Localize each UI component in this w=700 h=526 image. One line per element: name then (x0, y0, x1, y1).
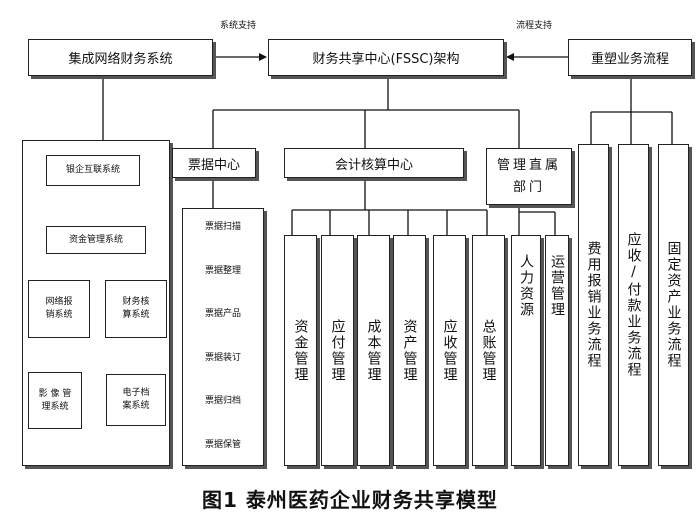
bill-step: 票据整理 (204, 266, 241, 276)
expense-reimbursement-process-box: 费用报销业务流程 (578, 144, 609, 466)
network-reimbursement-system-box: 网络报 销系统 (28, 280, 90, 338)
process-support-label: 流程支持 (516, 21, 553, 31)
integrated-finance-system-box: 集成网络财务系统 (28, 39, 213, 76)
payables-management-box: 应付管理 (321, 235, 354, 466)
bill-step: 票据产品 (204, 309, 241, 319)
fund-management-system-box: 资金管理系统 (46, 226, 146, 254)
human-resources-box: 人力资源 (511, 235, 541, 466)
financial-accounting-system-box: 财务核 算系统 (105, 280, 167, 338)
bill-steps-list: 票据扫描 票据整理 票据产品 票据装订 票据归档 票据保管 (182, 208, 264, 466)
bill-step: 票据归档 (204, 396, 241, 406)
receivable-payable-process-box: 应收/付款业务流程 (618, 144, 649, 466)
electronic-archive-system-box: 电子档 案系统 (106, 374, 166, 426)
figure-caption: 图1 泰州医药企业财务共享模型 (202, 488, 498, 512)
receivables-management-box: 应收管理 (433, 235, 466, 466)
cost-management-box: 成本管理 (357, 235, 390, 466)
bank-enterprise-system-box: 银企互联系统 (46, 155, 140, 186)
direct-department-box: 管理直属部门 (486, 148, 572, 205)
operations-management-box: 运营管理 (545, 235, 569, 466)
asset-management-box: 资产管理 (393, 235, 426, 466)
fssc-architecture-box: 财务共享中心(FSSC)架构 (268, 39, 504, 76)
fixed-asset-process-box: 固定资产业务流程 (658, 144, 689, 466)
bill-step: 票据扫描 (204, 222, 241, 232)
bill-step: 票据装订 (204, 353, 241, 363)
bill-step: 票据保管 (204, 440, 241, 450)
general-ledger-management-box: 总账管理 (472, 235, 505, 466)
reshaped-process-box: 重塑业务流程 (568, 39, 692, 76)
fund-management-box: 资金管理 (284, 235, 317, 466)
system-support-label: 系统支持 (220, 21, 257, 31)
image-management-system-box: 影 像 管 理系统 (28, 372, 82, 429)
bill-center-box: 票据中心 (172, 148, 256, 178)
accounting-center-box: 会计核算中心 (284, 148, 464, 178)
